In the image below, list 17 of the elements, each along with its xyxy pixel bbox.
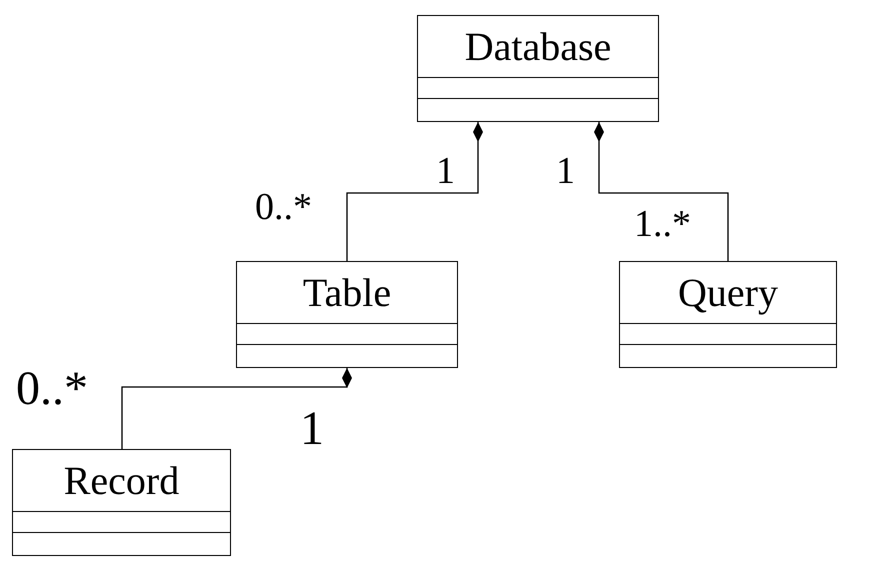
composition-line [121, 368, 352, 449]
class-name: Query [678, 272, 778, 312]
multiplicity-label: 0..* [255, 188, 312, 226]
composition-line [346, 122, 483, 261]
class-box [417, 15, 659, 122]
class-name: Database [464, 26, 612, 66]
multiplicity-label: 1 [436, 152, 455, 190]
class-name: Record [64, 460, 180, 500]
multiplicity-label: 1 [300, 405, 324, 453]
class-box [12, 449, 231, 556]
class-box [236, 261, 458, 368]
multiplicity-label: 1 [556, 152, 575, 190]
multiplicity-label: 1..* [634, 205, 691, 243]
composition-line [594, 122, 729, 261]
class-box [619, 261, 837, 368]
class-name: Table [302, 272, 392, 312]
multiplicity-label: 0..* [16, 365, 88, 413]
